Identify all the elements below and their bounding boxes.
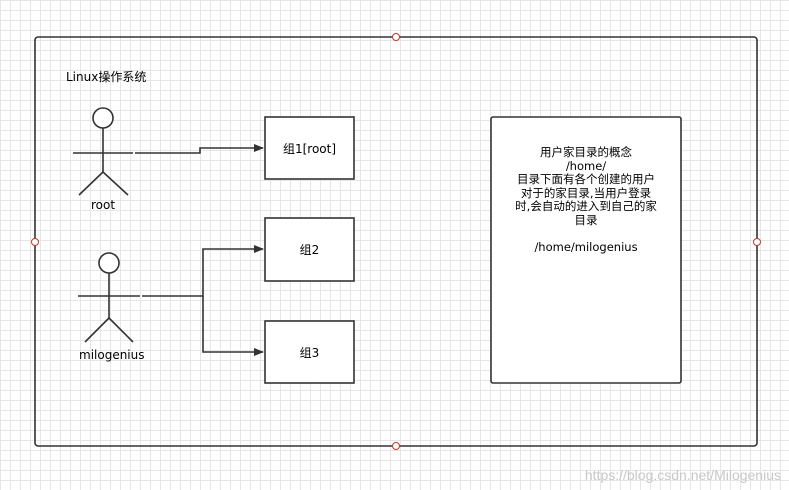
actor-milogenius-leg-right bbox=[108, 317, 134, 343]
actor-root-leg-right bbox=[102, 171, 129, 196]
actor-milogenius[interactable] bbox=[78, 252, 140, 343]
actor-milogenius-label: milogenius bbox=[79, 348, 145, 362]
connector-milogenius-to-group2[interactable] bbox=[142, 245, 264, 297]
concept-note-line: 时,会自动的进入到自己的家 bbox=[515, 199, 657, 213]
group1-label: 组1[root] bbox=[282, 141, 337, 156]
concept-note-line: /home/ bbox=[565, 158, 607, 173]
group3-label: 组3 bbox=[299, 345, 320, 360]
group2-box[interactable] bbox=[264, 217, 355, 282]
connector-milogenius-to-group3[interactable] bbox=[202, 296, 264, 356]
group2-label: 组2 bbox=[299, 243, 320, 257]
watermark: https://blog.csdn.net/Milogenius bbox=[584, 467, 781, 483]
actor-root-label: root bbox=[91, 198, 116, 212]
concept-note-box[interactable] bbox=[490, 116, 682, 384]
actor-milogenius-head bbox=[98, 252, 120, 274]
resize-handle-right[interactable] bbox=[753, 238, 761, 246]
concept-note-line: 用户家目录的概念 bbox=[540, 145, 632, 159]
actor-milogenius-leg-left bbox=[84, 317, 110, 343]
actor-root[interactable] bbox=[73, 107, 133, 196]
actor-root-leg-left bbox=[78, 171, 104, 196]
resize-handle-left[interactable] bbox=[31, 238, 39, 246]
concept-note-line: /home/milogenius bbox=[534, 239, 638, 254]
connector-root-to-group1[interactable] bbox=[135, 144, 264, 154]
os-title: Linux操作系统 bbox=[66, 70, 147, 84]
concept-note-line: 目录下面有各个创建的用户 bbox=[517, 172, 655, 186]
actor-root-head bbox=[92, 107, 114, 129]
concept-note-line: 对于的家目录,当用户登录 bbox=[520, 185, 652, 200]
resize-handle-bottom[interactable] bbox=[392, 442, 400, 450]
concept-note-line bbox=[492, 227, 680, 241]
resize-handle-top[interactable] bbox=[392, 33, 400, 41]
concept-note-line: 目录 bbox=[574, 212, 598, 227]
group3-box[interactable] bbox=[264, 320, 355, 384]
concept-note-text: 用户家目录的概念 /home/ 目录下面有各个创建的用户 对于的家目录,当用户登… bbox=[492, 145, 680, 254]
group1-box[interactable] bbox=[264, 116, 355, 180]
